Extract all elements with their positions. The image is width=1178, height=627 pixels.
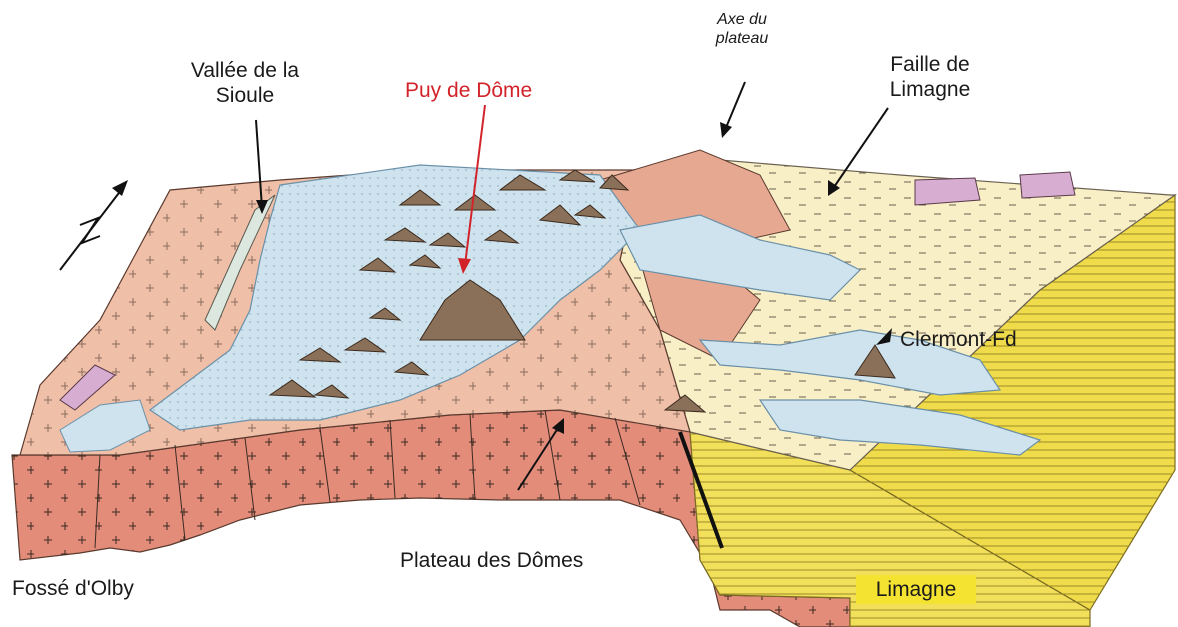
mauve-outcrop-1: [915, 178, 980, 205]
arrow-axe: [725, 82, 745, 130]
label-clermont-fd: Clermont-Fd: [900, 327, 1017, 352]
label-plateau-des-domes: Plateau des Dômes: [400, 548, 583, 573]
label-puy-de-dome: Puy de Dôme: [405, 78, 575, 103]
label-vallee-sioule: Vallée de la Sioule: [170, 58, 320, 108]
north-arrow-icon: [60, 180, 128, 270]
mauve-outcrop-2: [1020, 172, 1075, 198]
label-axe-plateau: Axe du plateau: [682, 10, 802, 48]
label-faille-limagne: Faille de Limagne: [855, 52, 1005, 102]
label-fosse-olby: Fossé d'Olby: [12, 576, 134, 601]
label-limagne: Limagne: [856, 575, 976, 604]
